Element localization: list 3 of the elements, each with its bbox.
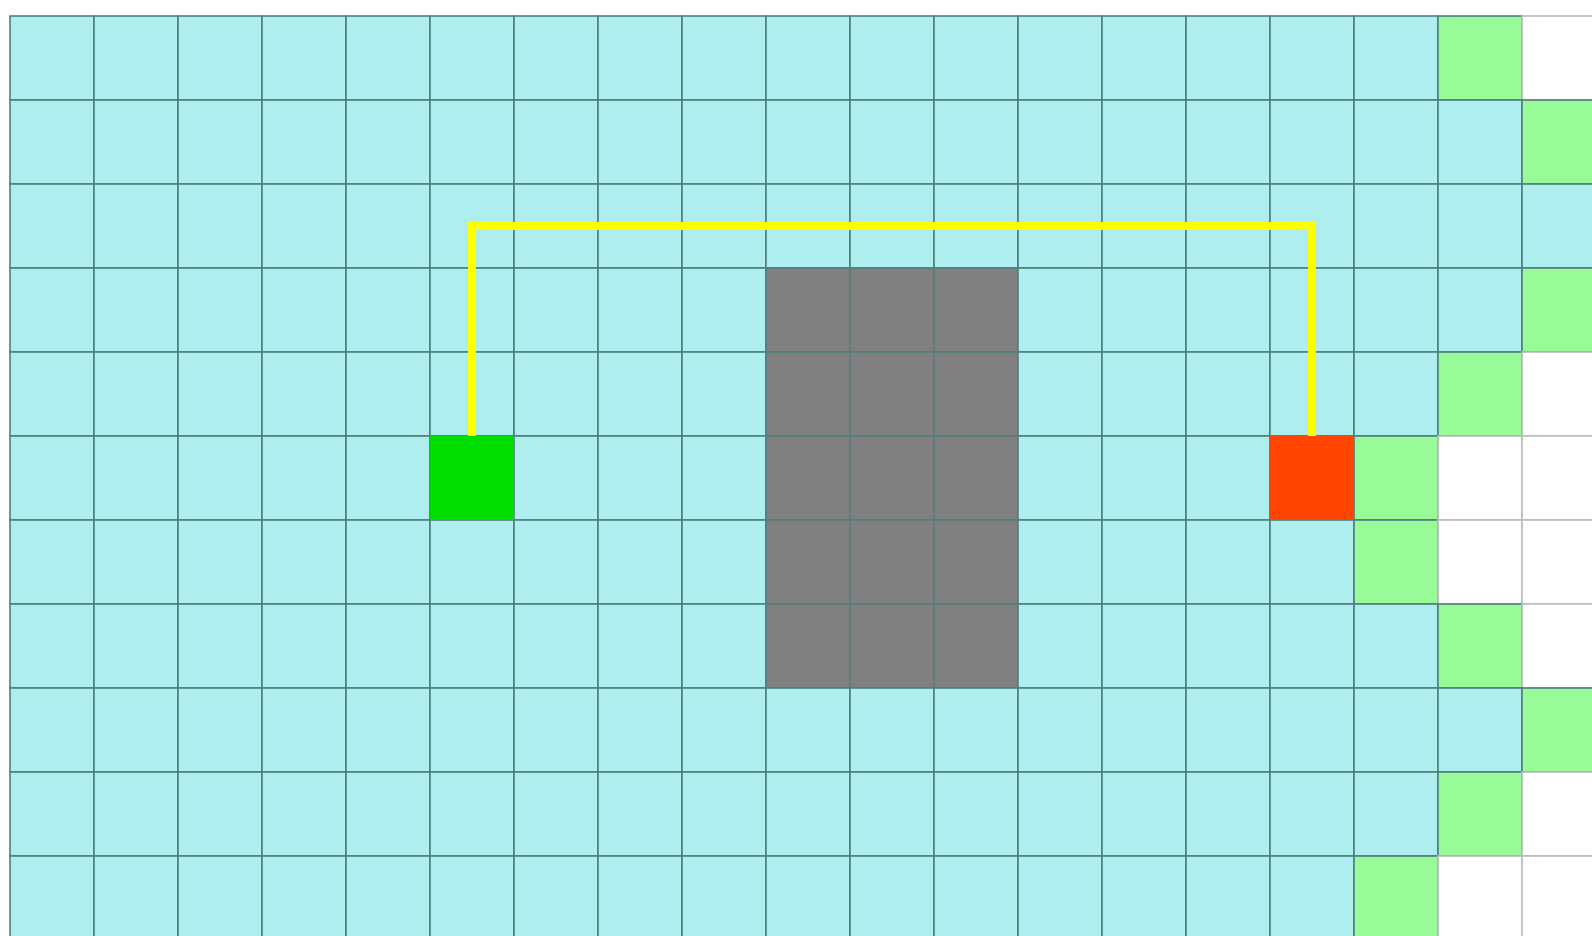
goal-cell [1270, 436, 1354, 520]
start-cell [430, 436, 514, 520]
path-line [468, 222, 1316, 436]
